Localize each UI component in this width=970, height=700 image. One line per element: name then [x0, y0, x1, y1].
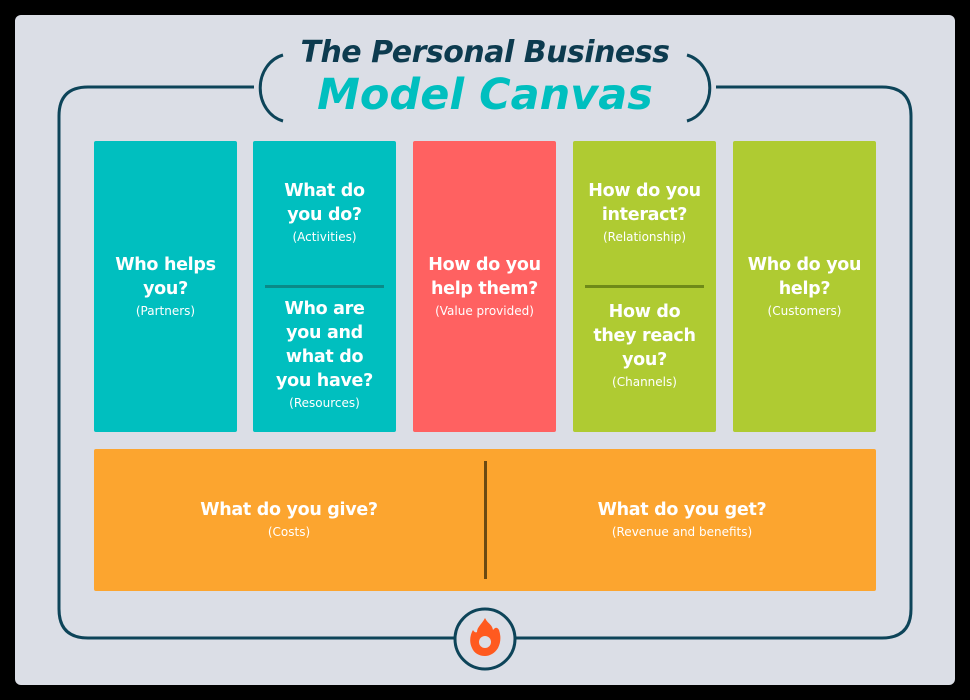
block-relationship: How do you interact? (Relationship): [573, 141, 716, 285]
customers-question-2: help?: [778, 278, 831, 299]
title-line-2: Model Canvas: [317, 70, 653, 120]
partners-label: (Partners): [135, 303, 196, 318]
flame-icon: [470, 618, 501, 656]
block-channels: How do they reach you? (Channels): [573, 291, 716, 401]
value-question-1: How do you: [428, 254, 541, 275]
activities-question-2: you do?: [287, 205, 362, 225]
right-bracket: [686, 53, 712, 123]
resources-question-4: you have?: [276, 371, 373, 391]
divider: [484, 461, 487, 579]
block-customers: Who do you help? (Customers): [733, 141, 876, 432]
value-label: (Value provided): [435, 303, 534, 318]
resources-question-1: Who are: [284, 299, 365, 319]
relationship-question-2: interact?: [601, 205, 688, 225]
activities-label: (Activities): [292, 230, 357, 244]
costs-label: (Costs): [267, 525, 311, 539]
block-relationship-channels: How do you interact? (Relationship) How …: [573, 141, 716, 432]
channels-question-2: they reach: [593, 326, 696, 346]
title-line-1: The Personal Business: [300, 35, 670, 70]
block-costs-revenue: What do you give? (Costs) What do you ge…: [94, 449, 876, 591]
divider: [265, 285, 384, 288]
customers-label: (Customers): [767, 303, 842, 318]
partners-question-2: you?: [143, 278, 188, 299]
partners-question-1: Who helps: [115, 254, 216, 275]
block-revenue: What do you get? (Revenue and benefits): [487, 449, 877, 591]
block-costs: What do you give? (Costs): [94, 449, 484, 591]
block-resources: Who are you and what do you have? (Resou…: [253, 291, 396, 419]
block-partners: Who helps you? (Partners): [94, 141, 237, 432]
left-bracket: [258, 53, 284, 123]
channels-question-3: you?: [622, 350, 667, 370]
block-activities: What do you do? (Activities): [253, 141, 396, 285]
resources-question-3: what do: [285, 347, 364, 367]
revenue-question: What do you get?: [597, 500, 767, 520]
resources-question-2: you and: [286, 323, 363, 343]
revenue-label: (Revenue and benefits): [611, 525, 753, 539]
resources-label: (Resources): [289, 396, 360, 410]
channels-label: (Channels): [612, 375, 677, 389]
page-title: The Personal Business Model Canvas: [290, 38, 680, 117]
divider: [585, 285, 704, 288]
channels-question-1: How do: [608, 302, 681, 322]
block-activities-resources: What do you do? (Activities) Who are you…: [253, 141, 396, 432]
value-question-2: help them?: [430, 278, 539, 299]
block-value: How do you help them? (Value provided): [413, 141, 556, 432]
relationship-question-1: How do you: [588, 181, 701, 201]
costs-question: What do you give?: [200, 500, 378, 520]
activities-question-1: What do: [284, 181, 365, 201]
customers-question-1: Who do you: [747, 254, 862, 275]
relationship-label: (Relationship): [602, 230, 687, 244]
